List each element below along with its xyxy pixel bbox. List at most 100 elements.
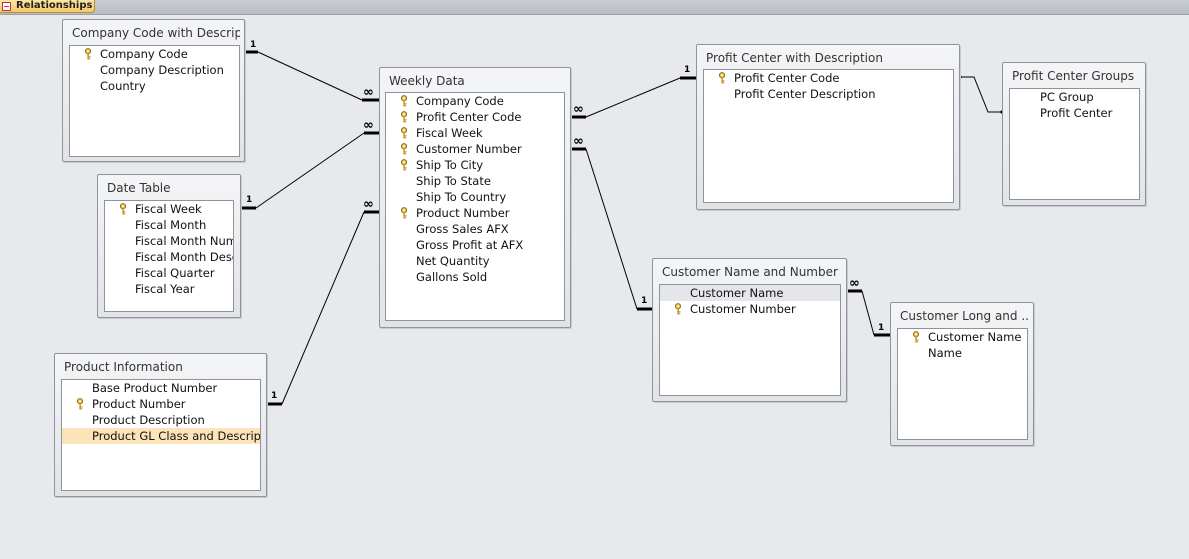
relationship-date-weekly[interactable]	[240, 131, 380, 210]
field-name: Gross Sales AFX	[416, 222, 509, 236]
field-name: Ship To Country	[416, 190, 507, 204]
tab-label: Relationships	[16, 0, 93, 11]
field-row[interactable]: Ship To Country	[386, 189, 564, 205]
field-row[interactable]: Product GL Class and Description	[62, 428, 260, 444]
field-name: Fiscal Month Desc	[135, 250, 234, 264]
tab-relationships[interactable]: Relationships	[0, 0, 95, 13]
field-name: PC Group	[1040, 90, 1094, 104]
table-profit-center[interactable]: Profit Center with Description Profit Ce…	[696, 44, 960, 210]
field-row[interactable]: Net Quantity	[386, 253, 564, 269]
field-row[interactable]: Profit Center Code	[386, 109, 564, 125]
cardinality-one-label: 1	[878, 323, 885, 333]
field-name: Profit Center Description	[734, 87, 876, 101]
field-row[interactable]: Company Description	[70, 62, 239, 78]
field-row[interactable]: Product Description	[62, 412, 260, 428]
field-row[interactable]: Base Product Number	[62, 380, 260, 396]
field-row[interactable]: Product Number	[386, 205, 564, 221]
field-name: Fiscal Month Number	[135, 234, 233, 248]
cardinality-many-label: ∞	[573, 102, 584, 117]
field-row[interactable]: Gallons Sold	[386, 269, 564, 285]
field-row[interactable]: Gross Profit at AFX	[386, 237, 564, 253]
primary-key-icon	[400, 127, 408, 139]
cardinality-many-label: ∞	[363, 85, 374, 100]
field-name: Base Product Number	[92, 381, 218, 395]
field-name: Fiscal Week	[135, 202, 202, 216]
field-row[interactable]: Ship To City	[386, 157, 564, 173]
field-row[interactable]: Fiscal Week	[105, 201, 233, 217]
field-row[interactable]: Profit Center Description	[704, 86, 953, 102]
field-row[interactable]: Customer Number	[386, 141, 564, 157]
field-row[interactable]: Company Code	[70, 46, 239, 62]
relationships-canvas[interactable]: 1 ∞ 1 ∞ 1 ∞ ∞ 1 ∞ 1 ∞ 1 Company Code wit…	[0, 15, 1189, 559]
field-name: Net Quantity	[416, 254, 490, 268]
table-title: Date Table	[107, 181, 171, 195]
field-name: Gross Profit at AFX	[416, 238, 524, 252]
field-name: Name	[928, 346, 962, 360]
primary-key-icon	[400, 111, 408, 123]
field-name: Customer Name	[928, 330, 1022, 344]
field-row[interactable]: Company Code	[386, 93, 564, 109]
cardinality-one-label: 1	[271, 391, 278, 401]
field-name: Ship To City	[416, 158, 484, 172]
field-row[interactable]: Profit Center	[1010, 105, 1139, 121]
field-row[interactable]: Name	[898, 345, 1027, 361]
cardinality-one-label: 1	[641, 296, 648, 306]
relationship-company-weekly[interactable]	[240, 50, 380, 102]
cardinality-many-label: ∞	[363, 197, 374, 212]
field-name: Customer Number	[416, 142, 522, 156]
primary-key-icon	[76, 398, 84, 410]
field-name: Company Code	[100, 47, 188, 61]
table-title: Customer Long and ...	[900, 309, 1029, 323]
field-name: Profit Center Code	[734, 71, 840, 85]
primary-key-icon	[400, 95, 408, 107]
field-row[interactable]: Fiscal Month Number	[105, 233, 233, 249]
table-title: Product Information	[64, 360, 183, 374]
field-row[interactable]: Fiscal Month Desc	[105, 249, 233, 265]
field-name: Product Number	[92, 397, 186, 411]
field-row[interactable]: Gross Sales AFX	[386, 221, 564, 237]
field-name: Fiscal Quarter	[135, 266, 215, 280]
relationship-weekly-profit[interactable]	[570, 76, 697, 119]
field-name: Fiscal Month	[135, 218, 207, 232]
primary-key-icon	[400, 207, 408, 219]
field-row[interactable]: Ship To State	[386, 173, 564, 189]
field-row[interactable]: Fiscal Month	[105, 217, 233, 233]
cardinality-many-label: ∞	[573, 134, 584, 149]
field-name: Gallons Sold	[416, 270, 488, 284]
field-row[interactable]: Fiscal Year	[105, 281, 233, 297]
field-name: Customer Number	[690, 302, 796, 316]
primary-key-icon	[718, 72, 726, 84]
field-row[interactable]: Profit Center Code	[704, 70, 953, 86]
field-row[interactable]: Customer Name	[898, 329, 1027, 345]
field-row[interactable]: Customer Name	[660, 285, 840, 301]
relationship-profit-pcgroups[interactable]	[958, 75, 1004, 114]
relationship-weekly-custname[interactable]	[570, 147, 653, 311]
field-name: Company Description	[100, 63, 224, 77]
field-name: Product Number	[416, 206, 510, 220]
field-name: Company Code	[416, 94, 504, 108]
relationship-product-weekly[interactable]	[265, 210, 380, 406]
field-row[interactable]: Country	[70, 78, 239, 94]
field-row[interactable]: Fiscal Week	[386, 125, 564, 141]
primary-key-icon	[912, 331, 920, 343]
field-name: Country	[100, 79, 146, 93]
field-row[interactable]: Product Number	[62, 396, 260, 412]
field-row[interactable]: Customer Number	[660, 301, 840, 317]
table-company-code[interactable]: Company Code with Descrip... Company Cod…	[62, 19, 245, 162]
field-row[interactable]: PC Group	[1010, 89, 1139, 105]
field-row[interactable]: Fiscal Quarter	[105, 265, 233, 281]
